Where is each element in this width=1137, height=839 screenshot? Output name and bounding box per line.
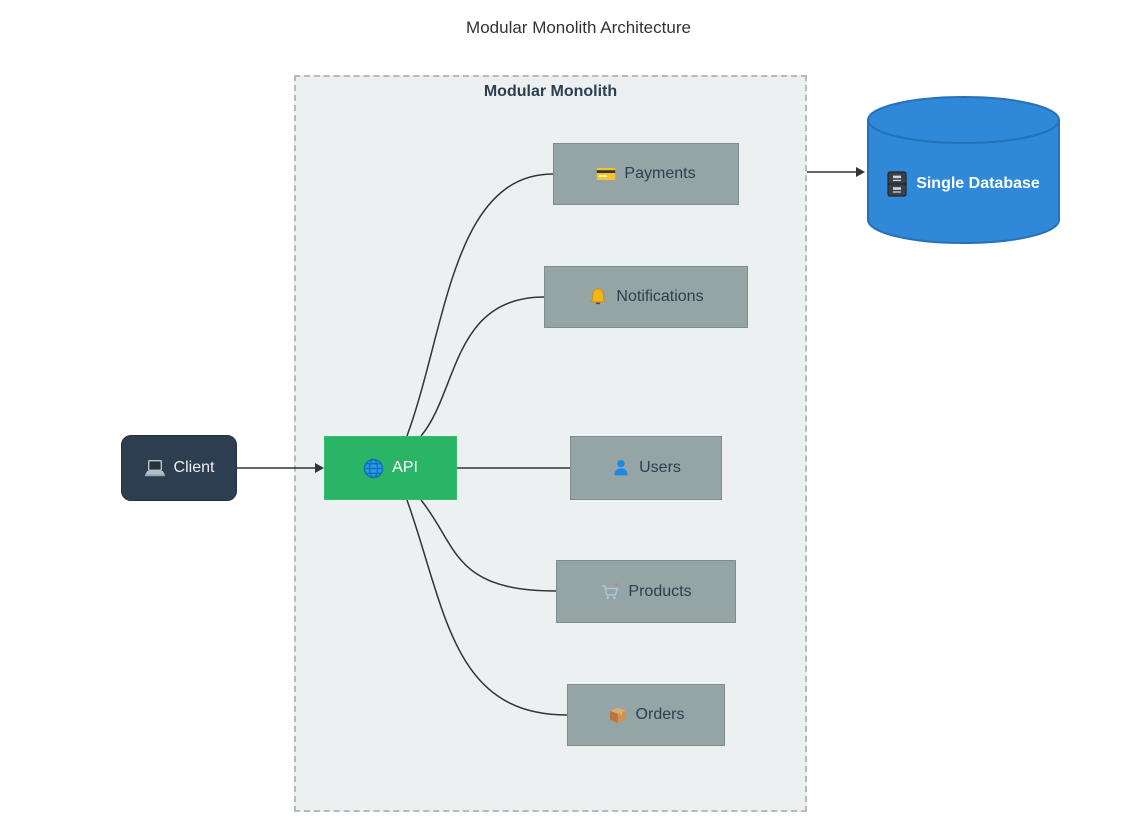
file-cabinet-icon [887,171,907,197]
credit-card-icon [597,168,616,180]
node-payments: Payments [553,143,739,205]
node-label: Single Database [916,175,1040,192]
database-cylinder-shape [867,96,1060,244]
laptop-icon [144,459,165,476]
node-notifications: Notifications [544,266,748,328]
globe-icon [363,458,384,478]
group-label: Modular Monolith [483,83,618,100]
node-label: Notifications [616,288,704,305]
node-client: Client [121,435,237,501]
bell-icon [590,287,607,305]
package-icon [609,707,626,723]
node-label: Client [173,459,215,476]
node-products: Products [556,560,736,623]
node-label: Payments [624,165,696,182]
node-label: Orders [635,706,685,723]
node-database: Single Database [866,95,1061,245]
user-icon [614,460,628,476]
cart-icon [602,583,619,599]
node-users: Users [570,436,722,500]
diagram-title: Modular Monolith Architecture [466,18,691,37]
arrowhead-monolith-database [856,167,865,177]
node-label: Users [639,459,681,476]
node-orders: Orders [567,684,725,746]
node-label: Products [628,582,692,600]
node-api: API [324,436,457,500]
node-label: API [392,459,418,476]
